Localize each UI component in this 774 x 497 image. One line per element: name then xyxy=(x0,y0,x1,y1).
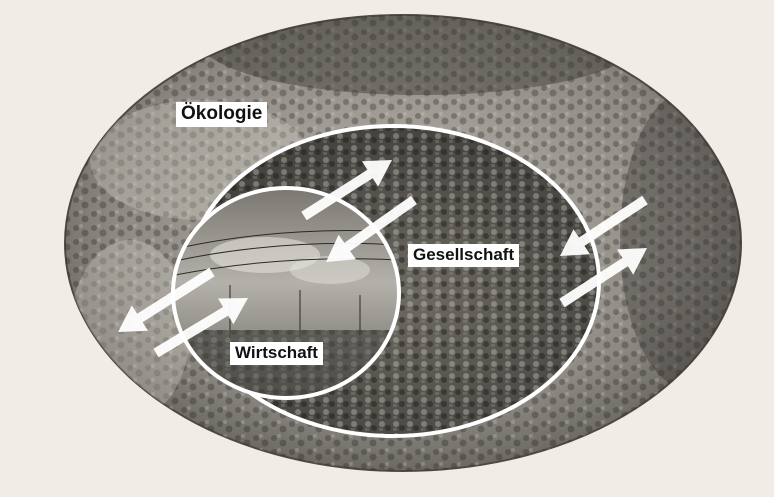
label-gesellschaft: Gesellschaft xyxy=(408,244,519,267)
label-oekologie: Ökologie xyxy=(176,102,267,127)
label-wirtschaft: Wirtschaft xyxy=(230,342,323,365)
